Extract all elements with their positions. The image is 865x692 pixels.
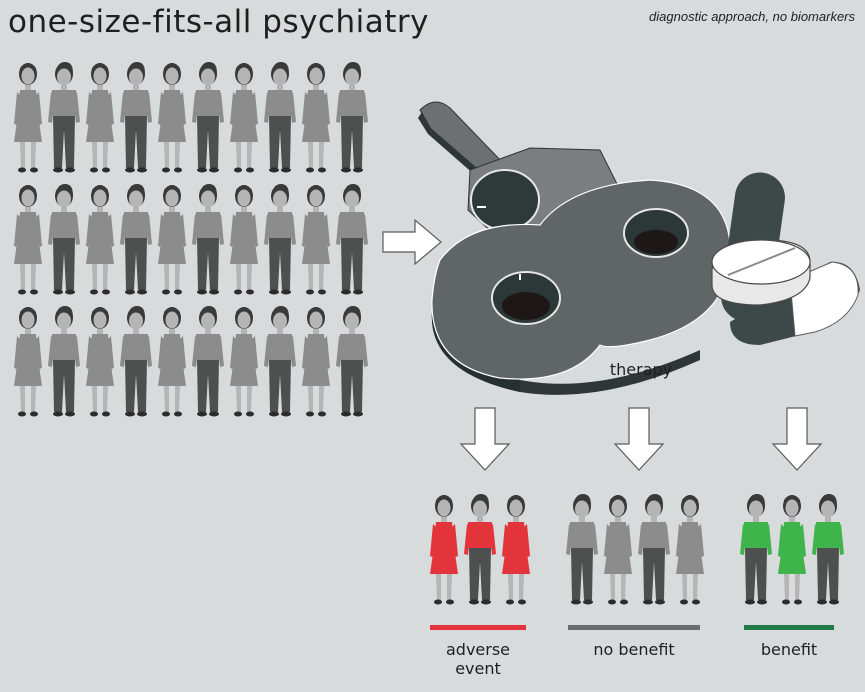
person-female-icon: [14, 185, 42, 295]
adverse-event-group: [430, 494, 530, 605]
person-male-icon: [566, 494, 598, 605]
person-male-icon: [120, 62, 152, 173]
person-female-icon: [86, 63, 114, 173]
person-male-icon: [812, 494, 844, 605]
person-female-icon: [14, 63, 42, 173]
patient-crowd: [14, 62, 368, 417]
person-male-icon: [336, 306, 368, 417]
person-male-icon: [48, 306, 80, 417]
adverse-event-bar: [430, 625, 526, 630]
person-male-icon: [740, 494, 772, 605]
person-male-icon: [638, 494, 670, 605]
arrow-down-icon: [615, 408, 663, 470]
therapy-label: therapy: [606, 360, 676, 379]
pill-organizer-icon: [418, 102, 730, 395]
person-female-icon: [676, 495, 704, 605]
arrow-right-icon: [383, 220, 441, 264]
person-male-icon: [336, 62, 368, 173]
person-female-icon: [302, 185, 330, 295]
person-female-icon: [430, 495, 458, 605]
benefit-group: [740, 494, 844, 605]
person-female-icon: [230, 63, 258, 173]
person-male-icon: [120, 306, 152, 417]
person-male-icon: [464, 494, 496, 605]
no-benefit-group: [566, 494, 704, 605]
person-female-icon: [86, 307, 114, 417]
page-subtitle: diagnostic approach, no biomarkers: [649, 9, 855, 24]
person-female-icon: [502, 495, 530, 605]
benefit-label: benefit: [744, 640, 834, 659]
person-female-icon: [302, 63, 330, 173]
arrow-down-icon: [461, 408, 509, 470]
person-female-icon: [14, 307, 42, 417]
person-female-icon: [230, 307, 258, 417]
person-female-icon: [158, 185, 186, 295]
person-male-icon: [264, 62, 296, 173]
person-female-icon: [86, 185, 114, 295]
person-female-icon: [158, 307, 186, 417]
person-female-icon: [778, 495, 806, 605]
no-benefit-label: no benefit: [568, 640, 700, 659]
person-female-icon: [158, 63, 186, 173]
person-male-icon: [192, 62, 224, 173]
pill-icon: [712, 240, 810, 305]
person-female-icon: [604, 495, 632, 605]
benefit-bar: [744, 625, 834, 630]
person-male-icon: [336, 184, 368, 295]
arrow-down-icon: [773, 408, 821, 470]
page-title: one-size-fits-all psychiatry: [8, 4, 429, 40]
person-male-icon: [48, 62, 80, 173]
person-female-icon: [230, 185, 258, 295]
person-male-icon: [48, 184, 80, 295]
person-female-icon: [302, 307, 330, 417]
person-male-icon: [264, 306, 296, 417]
person-male-icon: [192, 306, 224, 417]
no-benefit-bar: [568, 625, 700, 630]
person-male-icon: [120, 184, 152, 295]
person-male-icon: [192, 184, 224, 295]
person-male-icon: [264, 184, 296, 295]
